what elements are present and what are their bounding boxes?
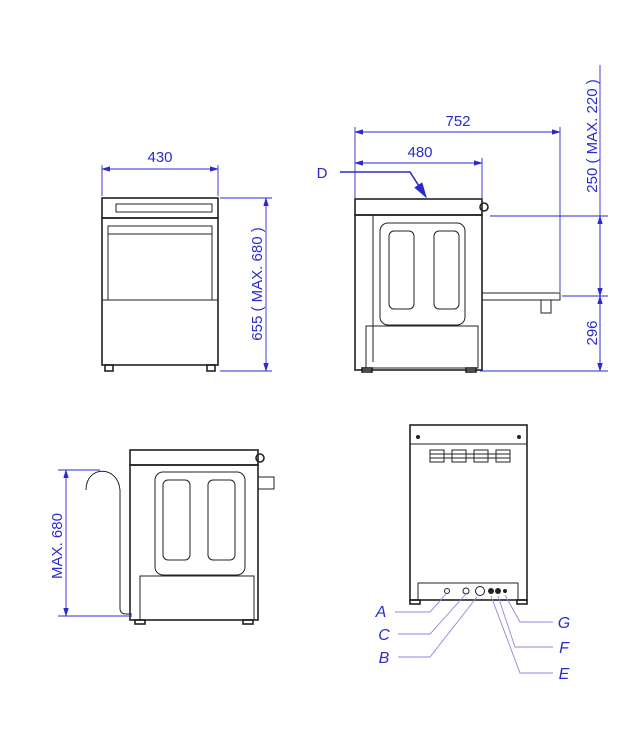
hose-height-dim: MAX. 680 bbox=[49, 513, 66, 579]
connection-label-e: E bbox=[559, 666, 570, 683]
front-view: 430 655 ( MAX. 680 ) bbox=[101, 149, 272, 372]
total-depth-dim: 752 bbox=[445, 113, 470, 130]
connection-label-f: F bbox=[559, 640, 570, 657]
hose-view: MAX. 680 bbox=[49, 449, 275, 625]
connection-label-c: C bbox=[378, 627, 390, 644]
shelf-height-dim: 296 bbox=[584, 320, 601, 345]
connection-label-g: G bbox=[558, 615, 570, 632]
side-view: 752 480 D 250 ( MAX. 220 ) 296 bbox=[317, 65, 608, 373]
connection-label-b: B bbox=[379, 650, 390, 667]
vent-grilles bbox=[429, 449, 511, 463]
clearance-dim: 250 ( MAX. 220 ) bbox=[584, 79, 601, 192]
depth-dim: 480 bbox=[407, 144, 432, 161]
connection-label-a: A bbox=[375, 604, 387, 621]
rear-view: A C B G F E bbox=[375, 424, 570, 683]
front-width-dim: 430 bbox=[147, 149, 172, 166]
detail-label-d: D bbox=[317, 165, 328, 182]
front-height-dim: 655 ( MAX. 680 ) bbox=[249, 227, 266, 340]
